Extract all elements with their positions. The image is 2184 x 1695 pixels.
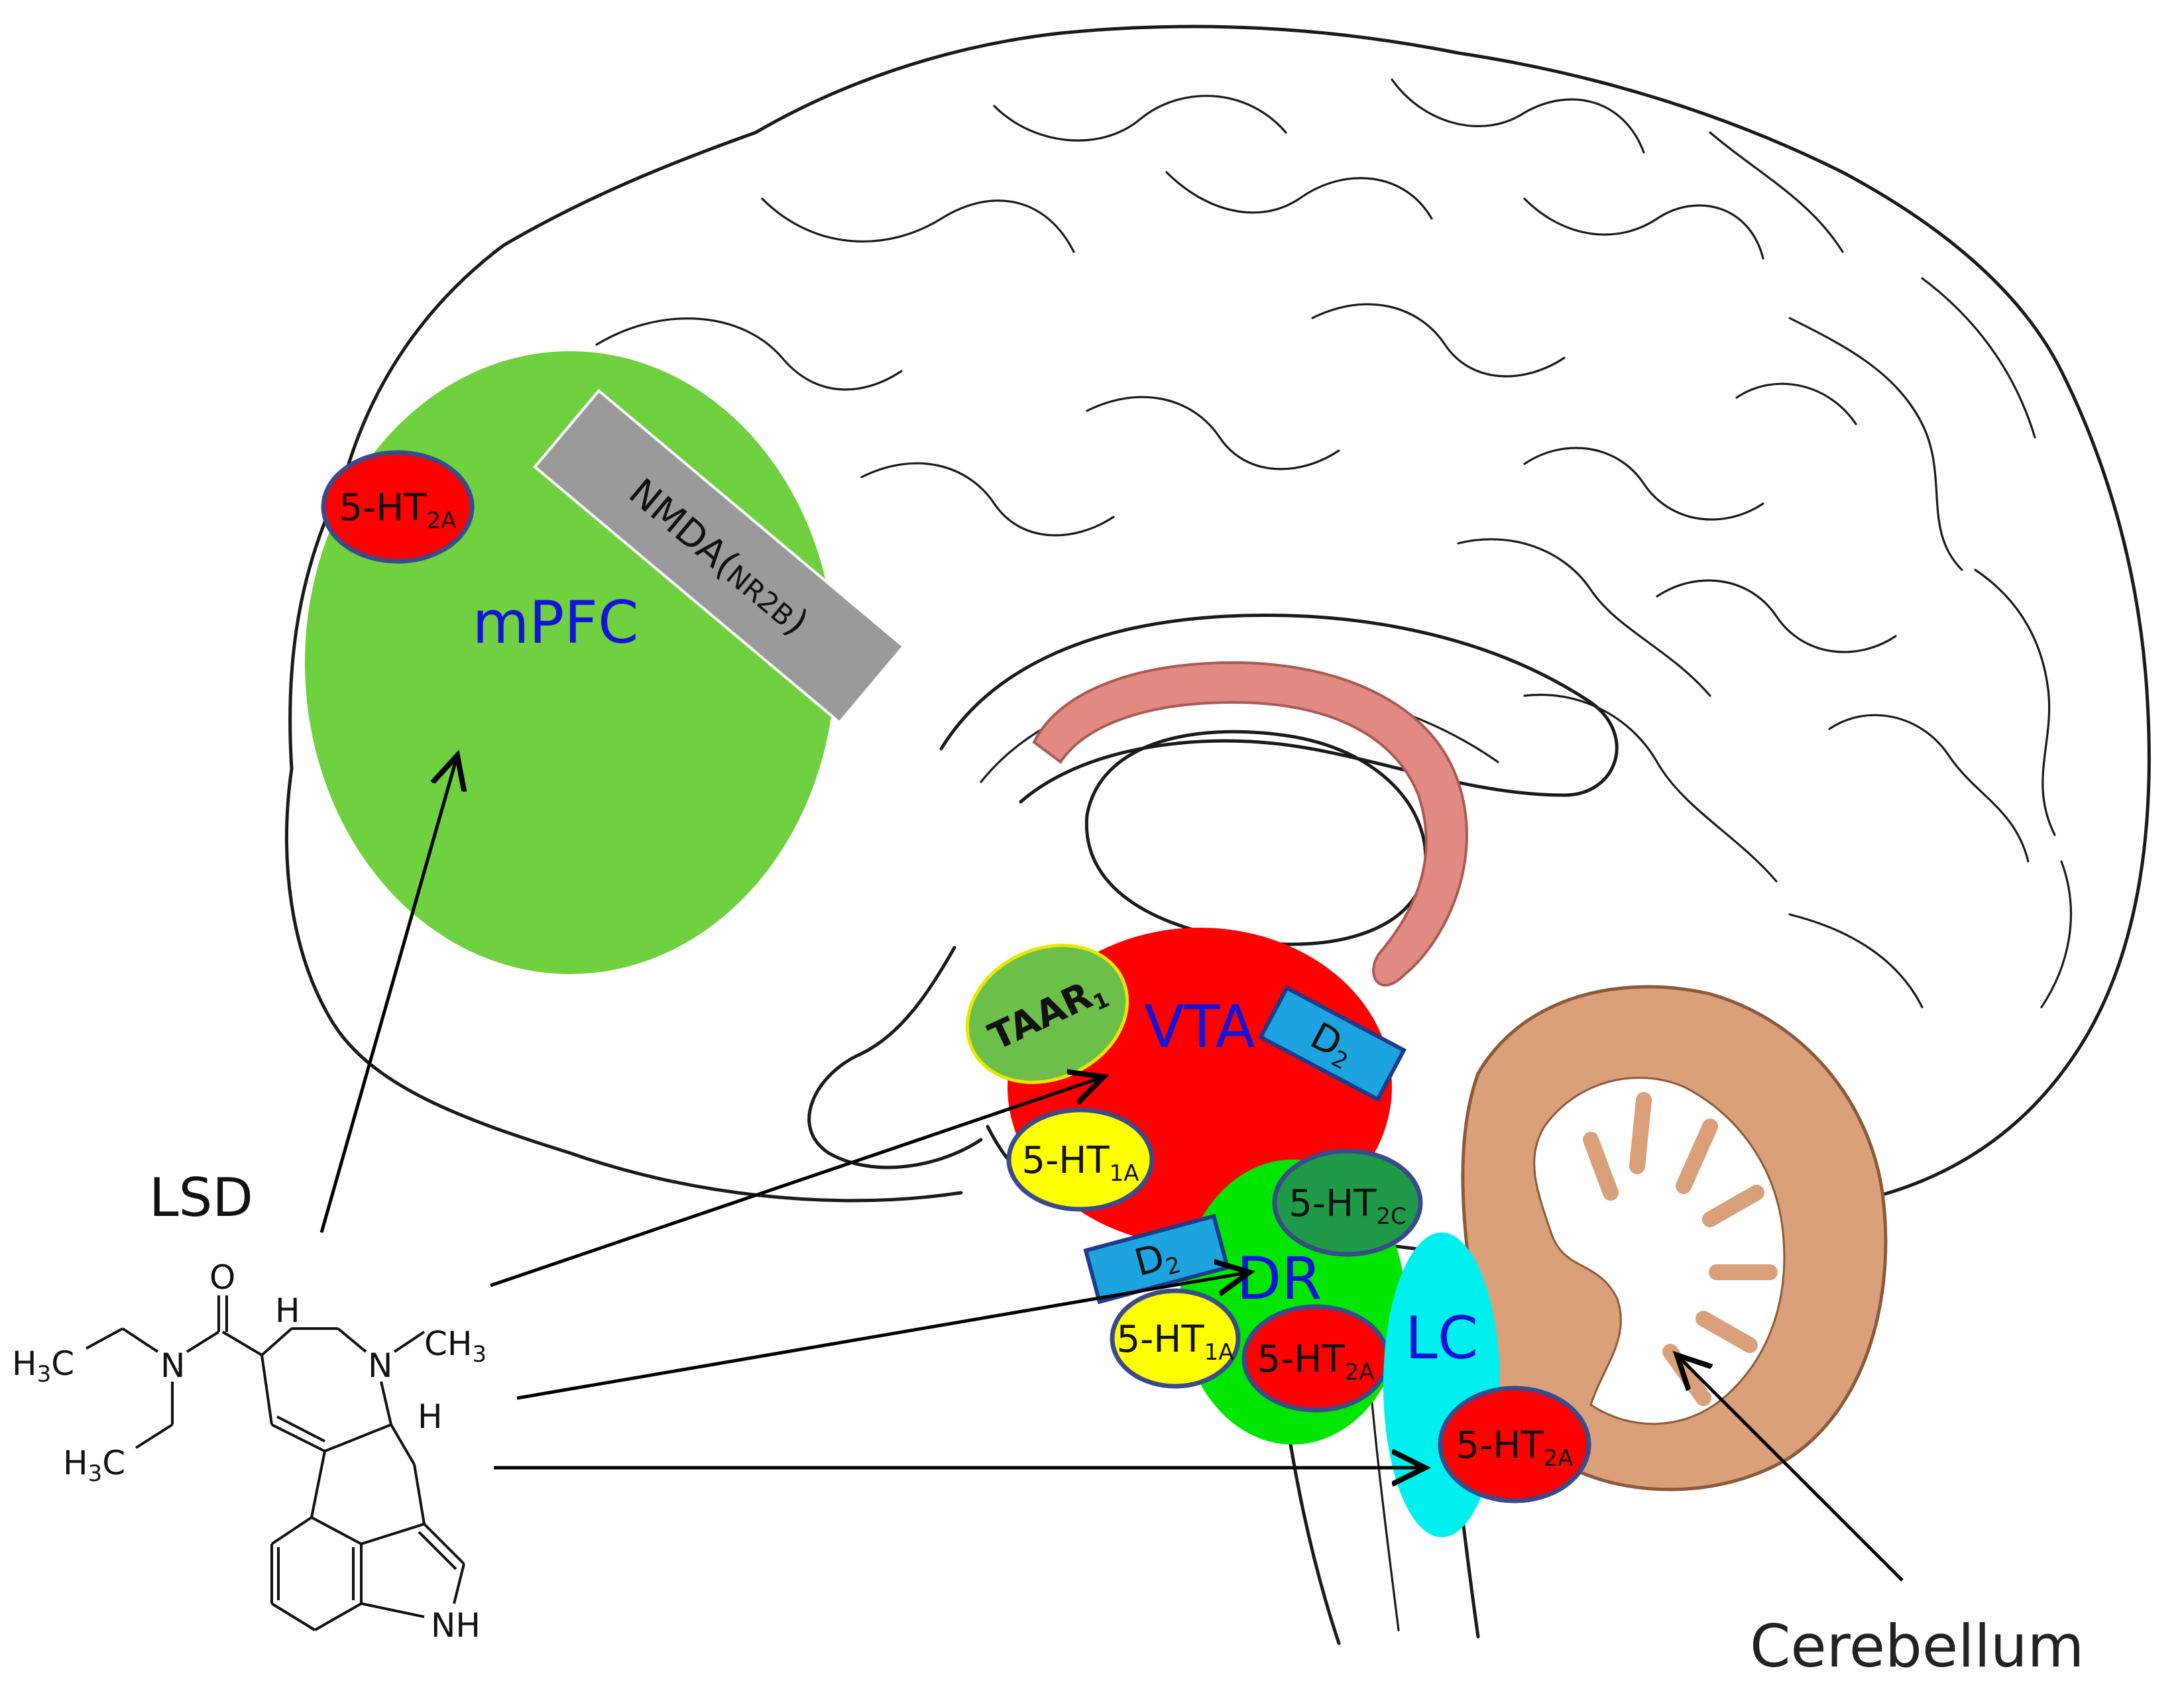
svg-text:CH3: CH3 [424, 1325, 487, 1368]
svg-text:O: O [209, 1258, 235, 1297]
mpfc-label: mPFC [473, 588, 639, 657]
fornix [1032, 661, 1468, 987]
svg-text:5-HT2C: 5-HT2C [1289, 1182, 1407, 1230]
dr-5ht2a-receptor: 5-HT2A [1241, 1304, 1390, 1413]
svg-text:H3C: H3C [12, 1344, 74, 1388]
lc-label: LC [1405, 1304, 1478, 1372]
svg-text:N: N [368, 1346, 392, 1385]
lc-5ht2a-receptor: 5-HT2A [1438, 1386, 1591, 1504]
vta-d2-receptor: D2 [1257, 985, 1407, 1103]
dr-d2-receptor: D2 [1083, 1213, 1230, 1305]
svg-text:NH: NH [431, 1606, 481, 1645]
vta-5ht1a-receptor: 5-HT1A [1006, 1107, 1155, 1212]
cerebellum-label: Cerebellum [1750, 1612, 2084, 1680]
lsd-molecule [86, 1295, 465, 1631]
vta-label: VTA [1144, 993, 1255, 1061]
dr-5ht1a-receptor: 5-HT1A [1110, 1288, 1241, 1389]
svg-text:5-HT2A: 5-HT2A [339, 486, 456, 534]
svg-text:5-HT1A: 5-HT1A [1021, 1139, 1139, 1187]
lsd-molecule-atoms: O H H3C N N CH3 H H3C NH [12, 1258, 487, 1645]
nmda-receptor: NMDA(NR2B) [533, 388, 905, 725]
lsd-label: LSD [149, 1167, 253, 1229]
svg-text:H: H [418, 1397, 443, 1436]
dr-5ht2c-receptor: 5-HT2C [1272, 1148, 1423, 1257]
cerebellum [1461, 985, 1888, 1492]
dr-label: DR [1237, 1244, 1322, 1313]
svg-text:N: N [160, 1346, 185, 1385]
svg-text:5-HT1A: 5-HT1A [1116, 1318, 1234, 1366]
svg-text:H3C: H3C [63, 1444, 125, 1487]
svg-text:5-HT2A: 5-HT2A [1257, 1338, 1374, 1386]
mpfc-5ht2a-receptor: 5-HT2A [321, 450, 475, 564]
svg-text:H: H [275, 1291, 300, 1330]
svg-text:5-HT2A: 5-HT2A [1456, 1424, 1573, 1472]
projection-arrows [319, 755, 1904, 1582]
taar1-receptor: TAAR1 [965, 944, 1129, 1084]
